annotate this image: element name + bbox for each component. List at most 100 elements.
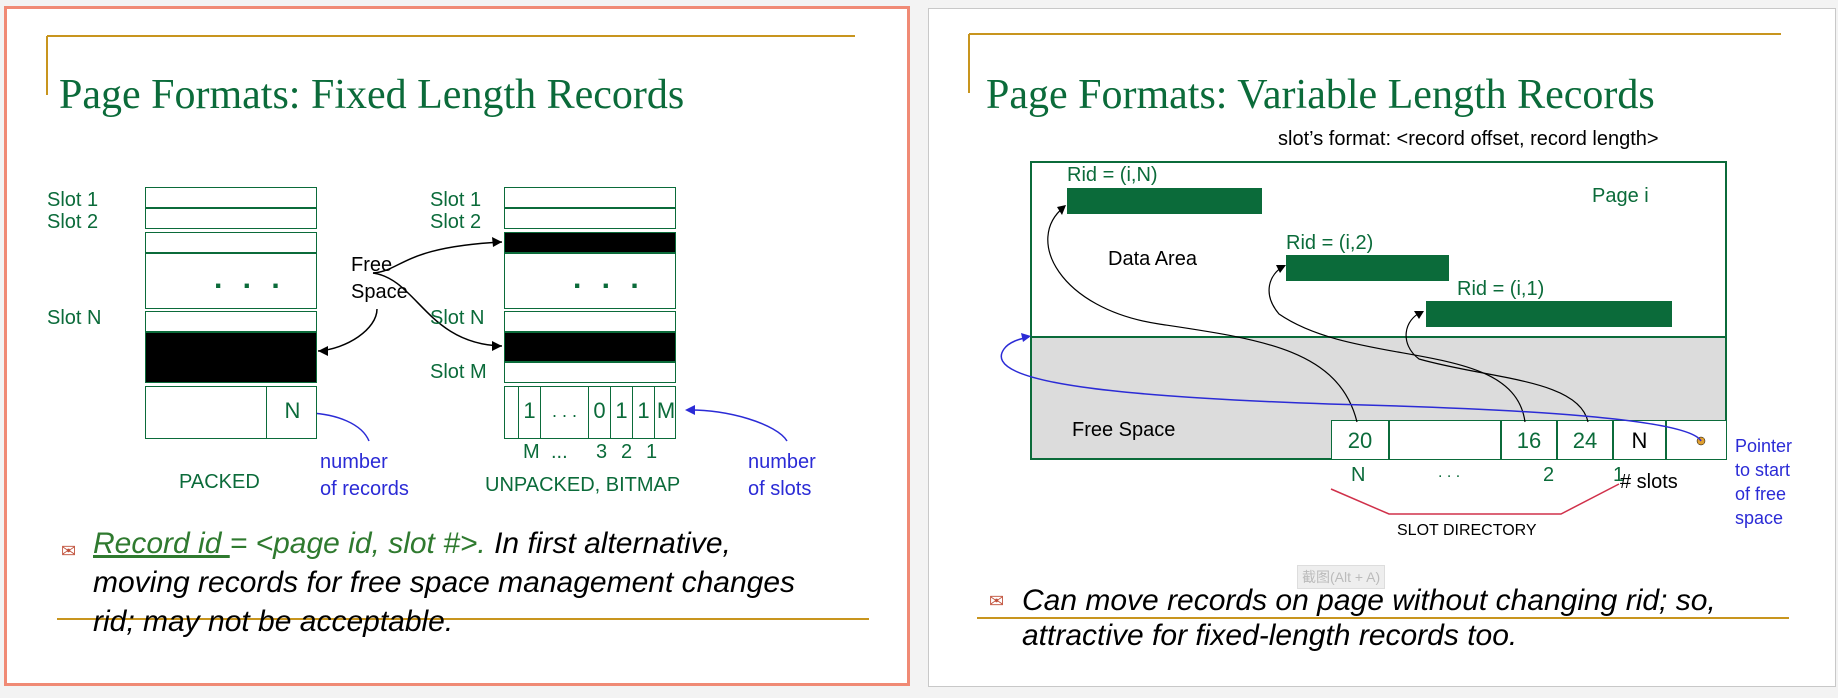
packed-slot-n: [145, 311, 317, 332]
note-records-line2: of records: [320, 478, 409, 500]
free-space-label: Free Space: [351, 252, 408, 306]
bullet2-line1: Can move records on page without changin…: [1022, 584, 1716, 617]
slide1-decor: [46, 35, 869, 620]
slide-variable-length: Page Formats: Variable Length Records sl…: [928, 8, 1836, 687]
page-i-label: Page i: [1592, 185, 1649, 207]
record-id-definition: = <page id, slot #>.: [229, 527, 486, 560]
bitmap-cell: 1: [611, 387, 633, 438]
slide2-bullet: Can move records on page without changin…: [1022, 583, 1716, 653]
unpacked-empty-slot-3: [504, 232, 676, 253]
dir-cell-value: N: [1631, 428, 1648, 453]
dir-index: 2: [1543, 464, 1555, 486]
rid-2-label: Rid = (i,2): [1286, 232, 1374, 254]
record-1: [1426, 301, 1672, 327]
packed-count-cell: N: [284, 398, 301, 423]
dir-cell: N: [1613, 420, 1666, 460]
bitmap-index: 1: [646, 441, 658, 463]
unpacked-slot-1: [504, 187, 676, 208]
unpacked-slotM-label: Slot M: [430, 361, 487, 383]
note-number-records: number of records: [320, 449, 409, 503]
packed-ellipsis: . . .: [214, 262, 286, 295]
slide2-arrows: [1000, 205, 1706, 515]
dir-index: . . .: [1438, 464, 1461, 481]
record-id-link[interactable]: Record id: [93, 527, 230, 560]
bitmap-index: ...: [551, 441, 568, 463]
note-number-slots: number of slots: [748, 449, 816, 503]
note-records-line1: number: [320, 451, 388, 473]
dir-cell-value: 24: [1572, 428, 1598, 453]
bullet1-text: In first alternative,: [485, 527, 731, 560]
pointer-note-line1: Pointer: [1735, 436, 1793, 456]
bullet1-line2: moving records for free space management…: [93, 566, 796, 599]
bitmap-cell: 0: [589, 387, 611, 438]
record-2: [1286, 255, 1449, 281]
bitmap-cell: [505, 387, 519, 438]
dir-cell: [1389, 420, 1501, 460]
free-space-label-2: Free Space: [1072, 419, 1176, 441]
packed-slot-2: [145, 208, 317, 229]
slide1-title: Page Formats: Fixed Length Records: [59, 72, 685, 118]
slide-fixed-length: Page Formats: Fixed Length Records Slot …: [4, 6, 910, 686]
unpacked-slot-2: [504, 208, 676, 229]
bitmap-cell: . . .: [541, 387, 589, 438]
unpacked-empty-slot: [504, 332, 676, 362]
dir-cell: 24: [1557, 420, 1613, 460]
dir-cell-value: 20: [1347, 428, 1373, 453]
pointer-note: Pointer to start of free space: [1735, 434, 1792, 530]
data-area-label: Data Area: [1108, 248, 1197, 270]
pointer-note-line2: to start: [1735, 460, 1791, 480]
bitmap-row: 1 . . . 0 1 1 M: [504, 386, 676, 439]
bitmap-index: 2: [621, 441, 633, 463]
packed-middle: [145, 253, 317, 309]
dir-cell: 16: [1501, 420, 1557, 460]
record-n: [1067, 188, 1262, 214]
unpacked-caption: UNPACKED, BITMAP: [485, 474, 681, 496]
slot-format-note: slot’s format: <record offset, record le…: [1278, 128, 1659, 150]
slot-directory-label: SLOT DIRECTORY: [1397, 522, 1537, 539]
bitmap-index: M: [523, 441, 540, 463]
bitmap-cell: 1: [519, 387, 541, 438]
dir-index: N: [1351, 464, 1366, 486]
bitmap-cell: M: [656, 398, 676, 423]
unpacked-slot-n: [504, 311, 676, 332]
packed-header: N: [145, 386, 317, 439]
packed-slot1-label: Slot 1: [47, 189, 99, 211]
dir-cell: 20: [1331, 420, 1389, 460]
packed-slot-3: [145, 232, 317, 253]
bullet2-line2: attractive for fixed-length records too.: [1022, 619, 1518, 652]
packed-caption: PACKED: [179, 471, 260, 493]
bitmap-cell: 1: [633, 387, 655, 438]
unpacked-slot1-label: Slot 1: [430, 189, 482, 211]
dir-index: 1: [1613, 464, 1625, 486]
unpacked-slot-m: [504, 362, 676, 383]
rid-1-label: Rid = (i,1): [1457, 278, 1545, 300]
note-slots-line2: of slots: [748, 478, 812, 500]
slide2-title: Page Formats: Variable Length Records: [986, 72, 1655, 118]
packed-header-empty: [146, 387, 267, 438]
pointer-note-line3: of free: [1735, 484, 1787, 504]
envelope-bullet-icon-2: ✉: [989, 591, 1005, 611]
note-slots-line1: number: [748, 451, 816, 473]
slide1-bullet: Record id = <page id, slot #>. In first …: [93, 524, 795, 641]
packed-slotN-label: Slot N: [47, 307, 102, 329]
num-slots-label: # slots: [1620, 471, 1678, 493]
unpacked-middle: [504, 253, 676, 309]
rid-n-label: Rid = (i,N): [1067, 164, 1158, 186]
dir-cell-value: 16: [1516, 428, 1542, 453]
slide2-decor: [968, 33, 1789, 619]
unpacked-slot2-label: Slot 2: [430, 211, 482, 233]
unpacked-slotN-label: Slot N: [430, 307, 485, 329]
screenshot-watermark: 截图(Alt + A): [1297, 565, 1386, 589]
pointer-note-line4: space: [1735, 508, 1784, 528]
free-space-line2: Space: [351, 281, 408, 303]
envelope-bullet-icon: ✉: [61, 541, 77, 561]
unpacked-ellipsis: . . .: [573, 262, 645, 295]
slot-directory: 20 16 24 N: [1331, 420, 1727, 460]
bitmap-index: 3: [596, 441, 608, 463]
packed-free-space: [145, 332, 317, 383]
pointer-cell: [1666, 420, 1727, 460]
packed-slot2-label: Slot 2: [47, 211, 99, 233]
bullet1-line3: rid; may not be acceptable.: [93, 605, 454, 638]
free-space-line1: Free: [351, 254, 393, 276]
packed-slot-1: [145, 187, 317, 208]
